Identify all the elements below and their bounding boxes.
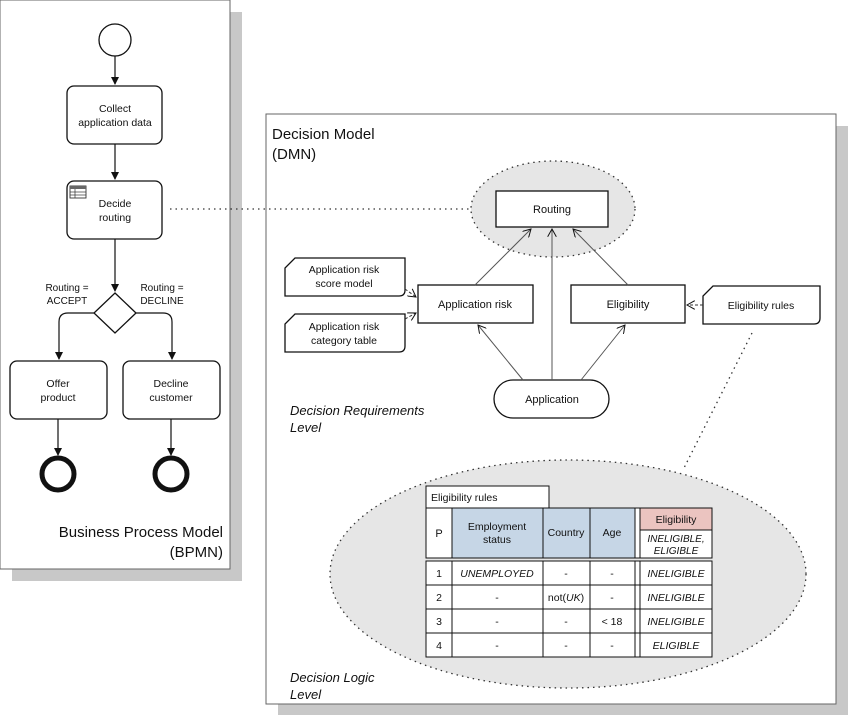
header-output-name-cell (639, 507, 713, 531)
header-country-cell (542, 507, 591, 559)
table-row[interactable]: 2 - not(UK) - INELIGIBLE (425, 584, 713, 610)
row-2-country: not(UK) (548, 592, 584, 604)
req-application-to-eligibility (580, 325, 625, 381)
bpmn-title-2: (BPMN) (170, 544, 223, 561)
decision-routing-label: Routing (533, 204, 571, 216)
row-1-age: - (610, 568, 614, 580)
row-3-eligibility: INELIGIBLE (647, 616, 705, 628)
task-collect-application-data[interactable]: Collect application data (66, 85, 163, 145)
row-1-country: - (564, 568, 568, 580)
dmn-panel: Decision Model (DMN) Routing Application… (170, 113, 848, 715)
flow-gateway-decline (136, 312, 176, 360)
task-decline-label-1: Decline (153, 378, 188, 390)
row-1-eligibility: INELIGIBLE (647, 568, 705, 580)
row-2-country-suffix: ) (581, 592, 585, 604)
exclusive-gateway[interactable] (93, 292, 137, 334)
logic-level-label-2: Level (290, 687, 322, 702)
row-4-country: - (564, 640, 568, 652)
decision-routing[interactable]: Routing (495, 190, 609, 228)
header-country: Country (548, 527, 586, 539)
row-3-p: 3 (436, 616, 442, 628)
task-decide-label-1: Decide (99, 198, 132, 210)
header-separator (634, 507, 641, 559)
row-3-employment: - (495, 616, 499, 628)
decision-eligibility-label: Eligibility (607, 299, 650, 311)
row-2-employment: - (495, 592, 499, 604)
row-1-employment: UNEMPLOYED (460, 568, 534, 580)
row-4-age: - (610, 640, 614, 652)
row-2-country-value: UK (566, 592, 582, 604)
bpmn-panel: Collect application data Decide routing … (0, 0, 242, 581)
gateway-accept-label-1: Routing = (45, 283, 88, 294)
business-rule-icon (69, 185, 87, 199)
header-employment-cell (451, 507, 544, 559)
task-offer-label-2: product (40, 392, 75, 404)
row-4-employment: - (495, 640, 499, 652)
decision-application-risk[interactable]: Application risk (417, 284, 534, 324)
row-2-p: 2 (436, 592, 442, 604)
dmn-title-1: Decision Model (272, 126, 375, 143)
header-output-values-2: ELIGIBLE (654, 546, 699, 557)
bpmn-title-1: Business Process Model (59, 524, 223, 541)
table-row[interactable]: 4 - - - ELIGIBLE (425, 632, 713, 658)
task-decline-label-2: customer (149, 392, 193, 404)
decision-table: Eligibility rules P Employment status Co… (425, 485, 713, 658)
end-event-offer[interactable] (39, 455, 77, 493)
header-p: P (435, 528, 442, 540)
task-decline-customer[interactable]: Decline customer (122, 360, 221, 420)
knowledge-source-risk-category-table[interactable]: Application risk category table (284, 313, 406, 353)
header-age-cell (589, 507, 636, 559)
row-1-p: 1 (436, 568, 442, 580)
task-decide-label-2: routing (99, 212, 131, 224)
row-3-age: < 18 (602, 616, 623, 628)
req-application-to-app-risk (478, 325, 524, 381)
knowledge-source-eligibility-rules[interactable]: Eligibility rules (702, 285, 821, 325)
header-employment-2: status (483, 534, 511, 546)
header-p-cell (425, 507, 453, 559)
row-2-country-prefix: not( (548, 592, 567, 604)
table-name: Eligibility rules (431, 492, 498, 504)
requirements-level-label-1: Decision Requirements (290, 403, 425, 418)
flow-gateway-offer (55, 312, 94, 360)
task-decide-routing[interactable]: Decide routing (66, 180, 163, 240)
decision-application-risk-label: Application risk (438, 299, 512, 311)
input-data-application[interactable]: Application (493, 379, 610, 419)
table-row[interactable]: 1 UNEMPLOYED - - INELIGIBLE (425, 560, 713, 586)
header-employment-1: Employment (468, 521, 526, 533)
req-eligibility-to-routing (573, 229, 629, 286)
table-row[interactable]: 3 - - < 18 INELIGIBLE (425, 608, 713, 634)
logic-level-label-1: Decision Logic (290, 670, 375, 685)
risk-score-label-2: score model (315, 278, 372, 290)
gateway-decline-label-2: DECLINE (140, 296, 184, 307)
task-collect-label-2: application data (78, 117, 152, 129)
task-collect-label-1: Collect (99, 103, 131, 115)
requirements-level-label-2: Level (290, 420, 322, 435)
header-output: Eligibility (656, 514, 698, 526)
row-3-country: - (564, 616, 568, 628)
knowledge-eligibility-label: Eligibility rules (728, 300, 795, 312)
task-offer-label-1: Offer (46, 378, 70, 390)
task-offer-product[interactable]: Offer product (9, 360, 108, 420)
row-4-p: 4 (436, 640, 442, 652)
kreq-score-to-app-risk (404, 288, 416, 297)
risk-score-label-1: Application risk (309, 264, 380, 276)
dmn-title-2: (DMN) (272, 146, 316, 163)
risk-category-label-1: Application risk (309, 321, 380, 333)
start-event[interactable] (98, 23, 132, 57)
req-app-risk-to-routing (474, 229, 531, 286)
row-2-eligibility: INELIGIBLE (647, 592, 705, 604)
header-age: Age (603, 527, 622, 539)
gateway-decline-label-1: Routing = (140, 283, 183, 294)
input-data-application-label: Application (525, 394, 579, 406)
end-event-decline[interactable] (152, 455, 190, 493)
row-2-age: - (610, 592, 614, 604)
risk-category-label-2: category table (311, 335, 377, 347)
decision-eligibility[interactable]: Eligibility (570, 284, 686, 324)
row-4-eligibility: ELIGIBLE (653, 640, 701, 652)
knowledge-source-risk-score-model[interactable]: Application risk score model (284, 257, 406, 297)
gateway-accept-label-2: ACCEPT (47, 296, 88, 307)
kreq-category-to-app-risk (404, 313, 416, 319)
header-output-values-1: INELIGIBLE, (647, 534, 704, 545)
